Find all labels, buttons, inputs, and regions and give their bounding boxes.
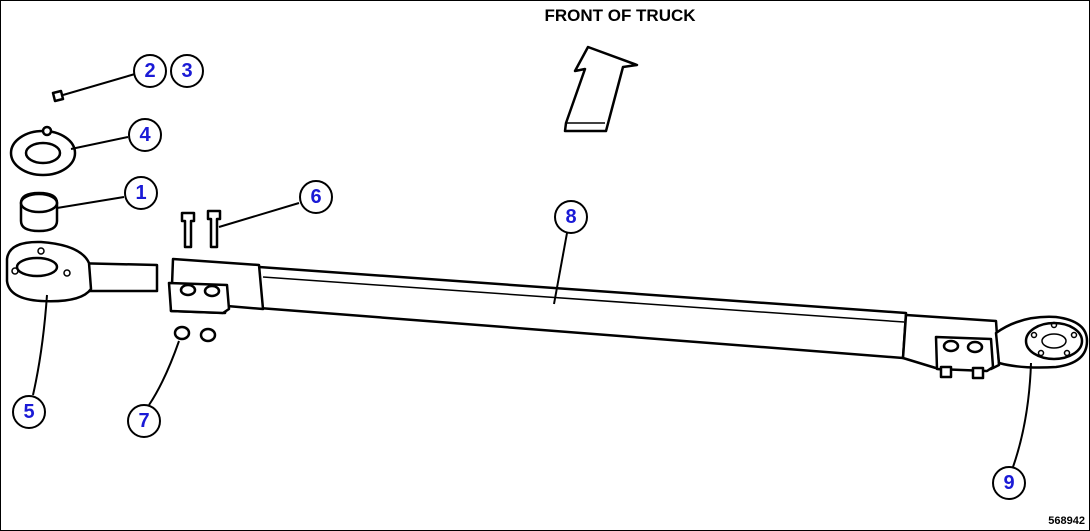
right-rod-end-hole-1 (1030, 331, 1038, 339)
right-rod-end-hole-3 (1037, 349, 1045, 357)
svg-text:4: 4 (139, 124, 151, 146)
leader-5 (32, 294, 48, 396)
leader-4 (70, 136, 129, 150)
leader-8 (553, 232, 568, 305)
leader-6 (218, 202, 300, 228)
leader-7 (148, 340, 180, 406)
right-clamp-bolt-2 (966, 340, 984, 354)
svg-text:1: 1 (135, 182, 146, 204)
left-clamp-bolt-2 (203, 284, 221, 298)
grease-fitting (51, 89, 65, 103)
front-direction-arrow (563, 45, 639, 133)
right-rod-end-hole-4 (1063, 349, 1071, 357)
callout-3: 3 (170, 54, 204, 88)
left-clamp-block (167, 281, 231, 315)
left-rod-end-hole-2 (63, 269, 71, 277)
svg-text:6: 6 (310, 186, 321, 208)
callout-5: 5 (12, 395, 46, 429)
right-rod-end-hole-5 (1050, 321, 1058, 329)
svg-text:3: 3 (181, 60, 192, 82)
tube-highlight (262, 276, 905, 323)
leader-9 (1012, 362, 1032, 468)
nut-2 (199, 327, 217, 343)
bushing-top (19, 192, 59, 214)
left-rod-end-hole-1 (11, 267, 19, 275)
leader-1 (56, 196, 125, 209)
nut-1 (173, 325, 191, 341)
right-clamp-nut-2 (971, 366, 985, 380)
tie-rod-tube (257, 265, 908, 360)
bolt-1 (180, 211, 196, 249)
right-rod-end-bore (1041, 333, 1067, 349)
right-rod-end-cap (1024, 321, 1084, 361)
callout-6: 6 (299, 180, 333, 214)
callout-8: 8 (554, 200, 588, 234)
retainer-plate-boss (41, 125, 53, 137)
callout-7: 7 (127, 404, 161, 438)
svg-text:8: 8 (565, 206, 576, 228)
left-clamp-bolt-1 (179, 283, 197, 297)
right-rod-end-hole-2 (1070, 331, 1078, 339)
leader-2-3 (62, 73, 136, 96)
right-clamp-bolt-1 (942, 339, 960, 353)
figure-number: 568942 (1048, 515, 1085, 527)
right-clamp-nut-1 (939, 365, 953, 379)
svg-text:5: 5 (23, 401, 34, 423)
callout-2: 2 (133, 54, 167, 88)
callout-1: 1 (124, 176, 158, 210)
svg-text:2: 2 (144, 60, 155, 82)
front-of-truck-label: FRONT OF TRUCK (544, 6, 696, 25)
callout-9: 9 (992, 466, 1026, 500)
left-rod-end-hole-3 (37, 247, 45, 255)
callout-4: 4 (128, 118, 162, 152)
bolt-2 (206, 209, 222, 249)
retainer-plate-bore (24, 141, 62, 165)
svg-text:7: 7 (138, 410, 149, 432)
svg-text:9: 9 (1003, 472, 1014, 494)
left-rod-end-bore (15, 256, 59, 278)
